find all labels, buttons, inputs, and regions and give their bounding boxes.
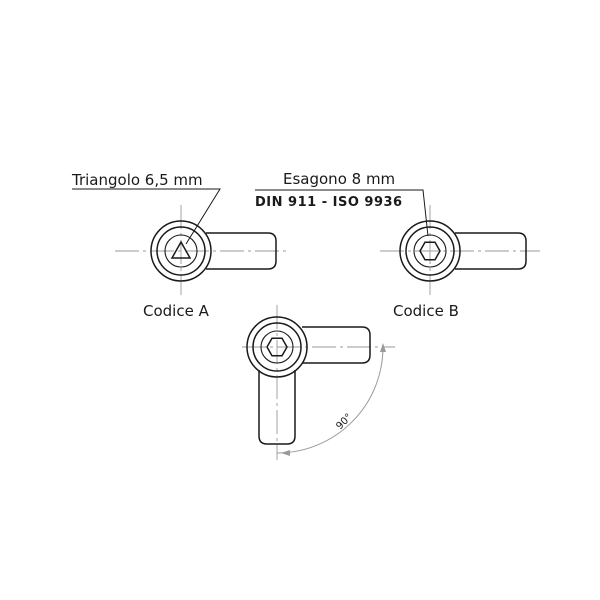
angle-label: 90°: [334, 412, 354, 432]
lock-a-mid-ring: [156, 226, 206, 276]
lock-a-handle: [206, 232, 277, 270]
hexagon-leader-line: [255, 189, 429, 237]
arc-arrow-start-icon: [380, 343, 386, 352]
lock-b-handle: [455, 232, 527, 270]
lock-c-outer-ring: [246, 316, 308, 378]
lock-b-view: [380, 205, 540, 295]
lock-c-handle-original: [302, 326, 371, 364]
code-a-label: Codice A: [143, 302, 210, 320]
lock-c-inner-ring: [260, 330, 294, 364]
lock-a-outer-ring: [150, 220, 212, 282]
lock-a-inner-ring: [164, 234, 198, 268]
hexagon-key-icon: [419, 241, 441, 261]
hexagon-label: Esagono 8 mm: [283, 170, 395, 188]
standard-label: DIN 911 - ISO 9936: [255, 195, 403, 210]
lock-b-outer-ring: [399, 220, 461, 282]
code-b-label: Codice B: [393, 302, 459, 320]
triangle-leader-line: [72, 188, 221, 245]
lock-a-view: [115, 205, 290, 295]
rotation-arc: [276, 346, 384, 454]
lock-b-inner-ring: [413, 234, 447, 268]
arc-arrow-end-icon: [281, 450, 290, 456]
lock-c-handle-rotated: [258, 370, 296, 445]
triangle-label: Triangolo 6,5 mm: [71, 171, 203, 189]
lock-c-view: [242, 305, 395, 460]
lock-c-mid-ring: [252, 322, 302, 372]
lock-b-mid-ring: [405, 226, 455, 276]
lock-c-hexagon-key-icon: [266, 337, 288, 357]
triangle-key-icon: [170, 240, 192, 259]
